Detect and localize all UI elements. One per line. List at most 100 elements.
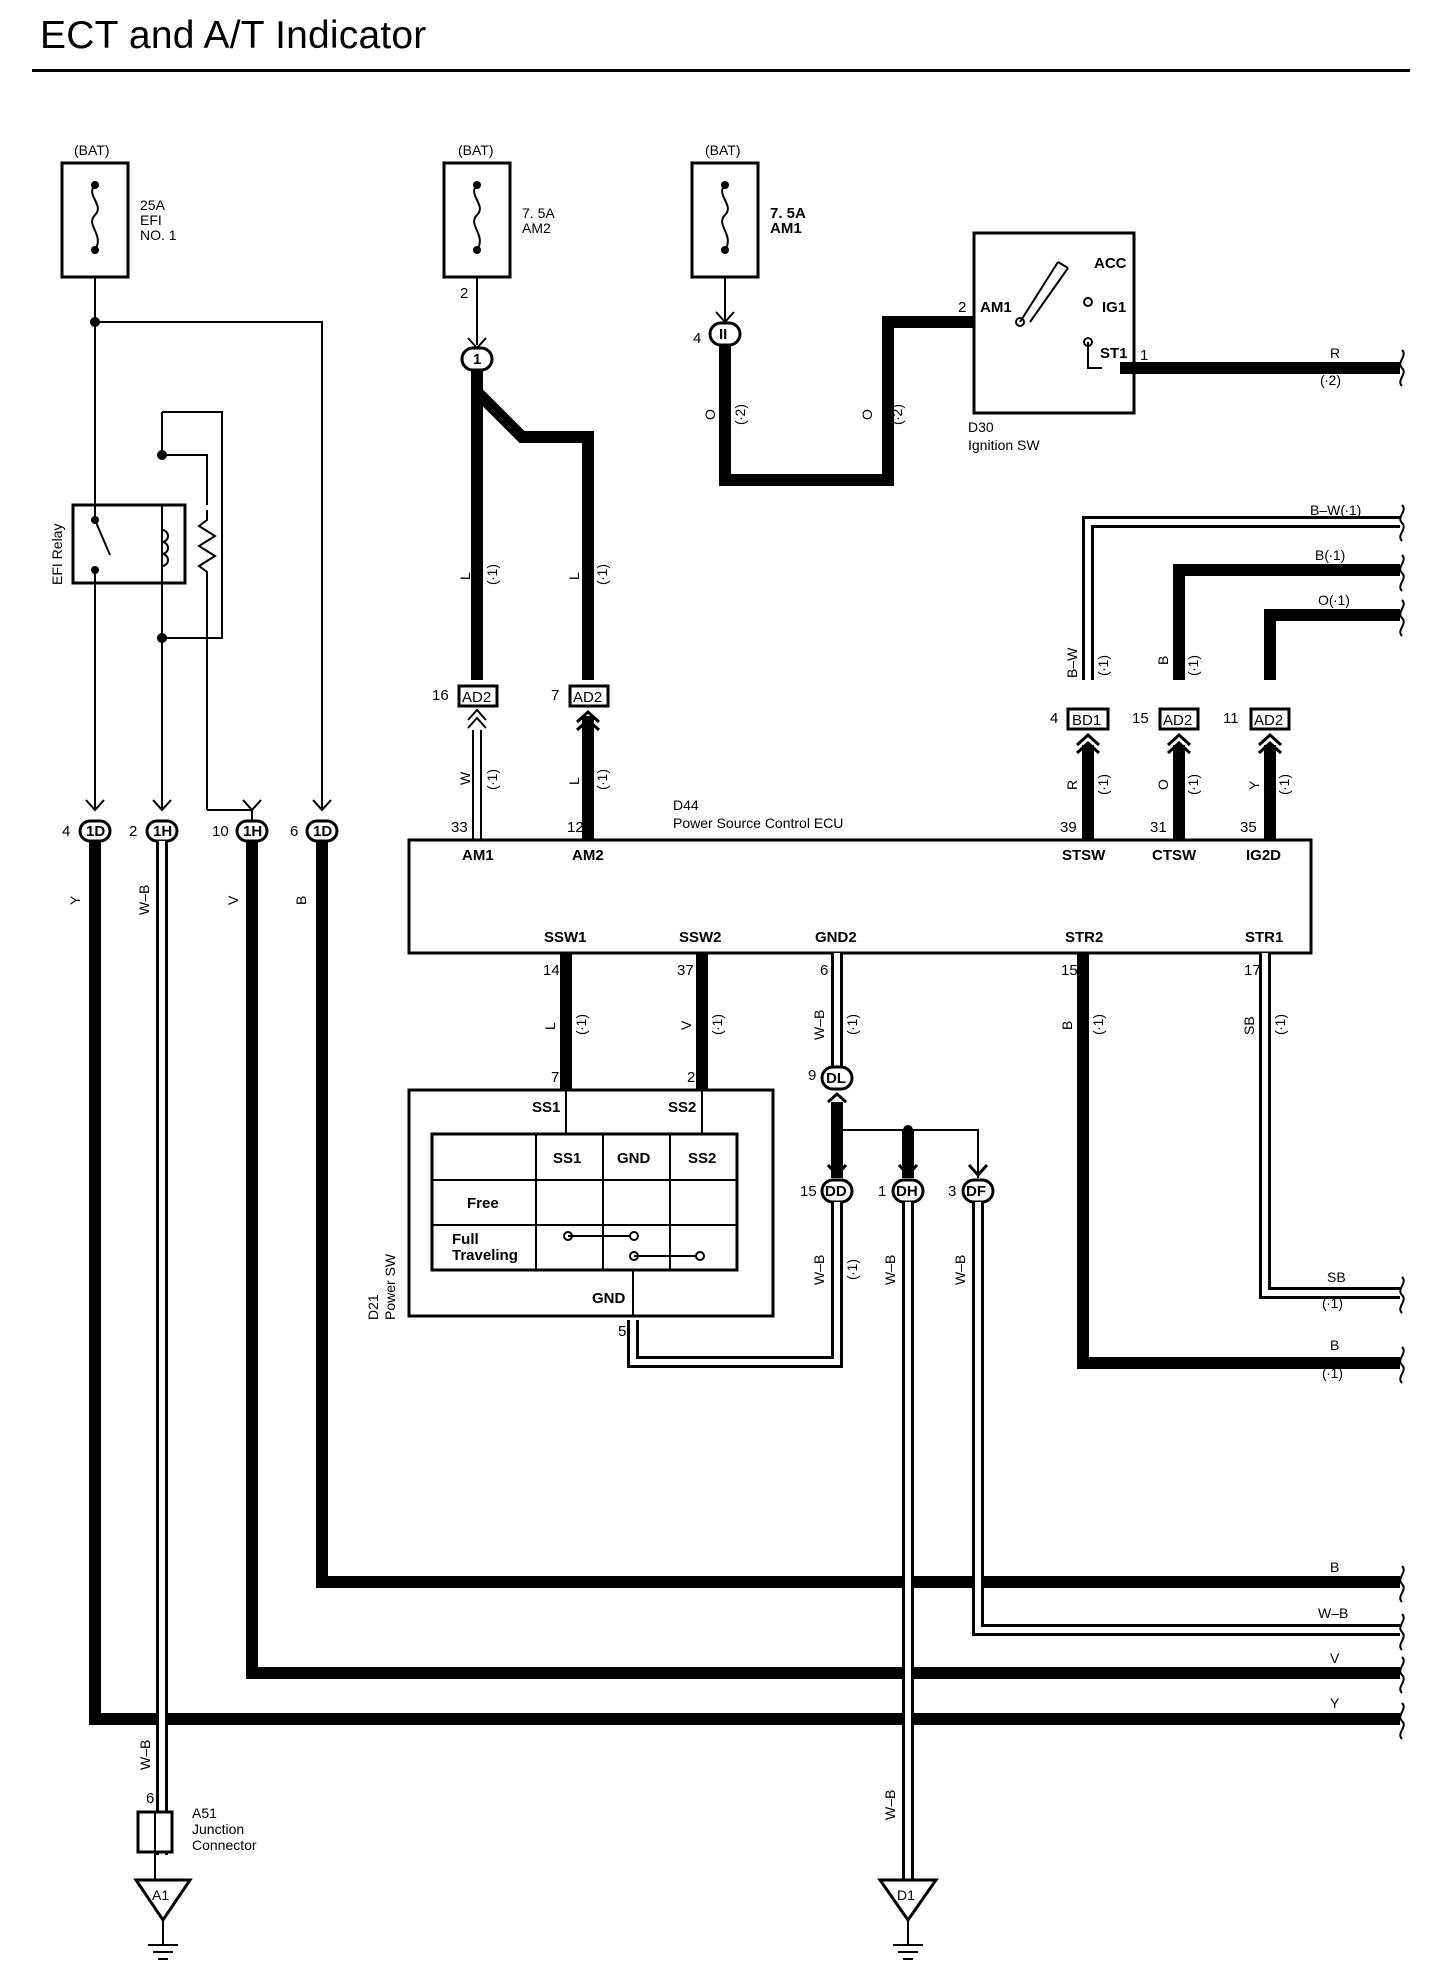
svg-text:W–B: W–B xyxy=(811,1010,827,1040)
svg-text:(∙1): (∙1) xyxy=(1276,774,1292,795)
ground-d1-label: D1 xyxy=(897,1887,915,1903)
svg-text:AM1: AM1 xyxy=(980,299,1012,316)
efi-relay-wiring: EFI Relay xyxy=(49,277,323,810)
connector-ad2-11: AD2 xyxy=(1254,712,1283,729)
svg-text:15: 15 xyxy=(800,1183,817,1200)
svg-text:W–B: W–B xyxy=(136,885,152,915)
svg-text:2: 2 xyxy=(129,823,137,840)
svg-text:V: V xyxy=(225,895,241,905)
ecu-terminal-str2: STR2 xyxy=(1065,929,1103,946)
svg-text:(∙1): (∙1) xyxy=(1322,1295,1343,1311)
svg-text:4: 4 xyxy=(1050,710,1058,727)
svg-text:W–B: W–B xyxy=(882,1255,898,1285)
svg-text:1: 1 xyxy=(1140,347,1148,364)
fuse-am1-name: AM1 xyxy=(770,220,802,237)
svg-text:6: 6 xyxy=(820,962,828,979)
svg-text:B: B xyxy=(1330,1559,1339,1575)
ecu-terminal-stsw: STSW xyxy=(1062,847,1106,864)
svg-text:L: L xyxy=(566,572,582,580)
svg-text:(∙2): (∙2) xyxy=(1320,372,1341,388)
svg-text:(∙1): (∙1) xyxy=(484,564,500,585)
svg-text:B(∙1): B(∙1) xyxy=(1315,547,1345,563)
efi-relay-label: EFI Relay xyxy=(49,524,65,585)
junction-connector-a51: W–B 6 A51 Junction Connector xyxy=(136,1740,257,1880)
ignition-sw-id: D30 xyxy=(968,419,994,435)
connector-ad2-16: AD2 xyxy=(462,689,491,706)
ecu-name: Power Source Control ECU xyxy=(673,815,843,831)
svg-text:3: 3 xyxy=(948,1183,956,1200)
svg-text:15: 15 xyxy=(1061,962,1078,979)
svg-text:IG1: IG1 xyxy=(1102,299,1126,316)
ignition-sw-name: Ignition SW xyxy=(968,437,1040,453)
connector-df: DF xyxy=(966,1183,986,1200)
fuse-am1-rating: 7. 5A xyxy=(770,205,806,222)
svg-text:ST1: ST1 xyxy=(1100,345,1128,362)
svg-text:W–B: W–B xyxy=(952,1255,968,1285)
fuse-efi-name: EFI xyxy=(140,212,162,228)
table-header-ss1: SS1 xyxy=(553,1150,581,1167)
right-bus-labels: B W–B V Y xyxy=(1318,1559,1348,1711)
ecu-d44: D44 Power Source Control ECU 33 AM1 12 A… xyxy=(407,797,1313,979)
svg-text:33: 33 xyxy=(451,819,468,836)
title-rule xyxy=(32,69,1410,72)
svg-text:W–B: W–B xyxy=(882,1790,898,1820)
svg-text:16: 16 xyxy=(432,687,449,704)
svg-text:39: 39 xyxy=(1060,819,1077,836)
svg-text:4: 4 xyxy=(62,823,70,840)
svg-text:2: 2 xyxy=(687,1069,695,1086)
svg-text:(∙1): (∙1) xyxy=(1322,1365,1343,1381)
left-connectors: 4 1D 2 1H 10 1H 6 1D xyxy=(62,799,339,843)
svg-text:(∙1): (∙1) xyxy=(594,564,610,585)
svg-text:O: O xyxy=(859,409,875,420)
ecu-id: D44 xyxy=(673,797,699,813)
svg-text:Traveling: Traveling xyxy=(452,1247,518,1264)
svg-text:Junction: Junction xyxy=(192,1821,244,1837)
svg-text:R: R xyxy=(1330,345,1340,361)
ground-a1-label: A1 xyxy=(152,1887,169,1903)
connector-dh: DH xyxy=(896,1183,918,1200)
svg-text:O: O xyxy=(1155,779,1171,790)
svg-text:(∙1): (∙1) xyxy=(1185,655,1201,676)
fuse-efi-no1: (BAT) 25A EFI NO. 1 xyxy=(60,142,177,279)
svg-text:10: 10 xyxy=(212,823,229,840)
connector-1d-a: 1D xyxy=(86,823,105,840)
svg-text:B: B xyxy=(1155,656,1171,665)
svg-text:(∙1): (∙1) xyxy=(594,769,610,790)
svg-text:2: 2 xyxy=(460,285,468,302)
ecu-terminal-ig2d: IG2D xyxy=(1246,847,1281,864)
svg-text:SB: SB xyxy=(1241,1016,1257,1035)
svg-text:1: 1 xyxy=(878,1183,886,1200)
svg-text:Y: Y xyxy=(67,895,83,905)
svg-text:14: 14 xyxy=(543,962,560,979)
svg-text:GND: GND xyxy=(592,1290,626,1307)
connector-1h-a: 1H xyxy=(153,823,172,840)
svg-text:(∙1): (∙1) xyxy=(573,1014,589,1035)
svg-text:(∙1): (∙1) xyxy=(844,1259,860,1280)
power-sw-name: Power SW xyxy=(382,1253,398,1320)
svg-text:(∙1): (∙1) xyxy=(1185,774,1201,795)
svg-text:L: L xyxy=(542,1022,558,1030)
svg-text:(∙1): (∙1) xyxy=(484,769,500,790)
svg-text:(∙1): (∙1) xyxy=(844,1014,860,1035)
connector-ad2-7: AD2 xyxy=(573,689,602,706)
svg-text:B: B xyxy=(1330,1337,1339,1353)
svg-text:V: V xyxy=(678,1020,694,1030)
connector-1: 1 xyxy=(473,351,481,368)
wire-break-marks xyxy=(1399,349,1405,1740)
svg-text:O: O xyxy=(702,409,718,420)
ground-splice-wiring: 9 DL 15 DD 1 DH 3 DF W–B (∙1) W–B W–B W–… xyxy=(627,1065,1400,1880)
svg-text:(∙2): (∙2) xyxy=(889,404,905,425)
fuse-efi-name2: NO. 1 xyxy=(140,227,177,243)
left-bus-wires: Y W–B V B xyxy=(67,841,1400,1855)
svg-text:(∙1): (∙1) xyxy=(1090,1014,1106,1035)
svg-text:12: 12 xyxy=(567,819,584,836)
connector-dd: DD xyxy=(825,1183,847,1200)
svg-text:4: 4 xyxy=(693,330,701,347)
svg-text:6: 6 xyxy=(290,823,298,840)
table-header-ss2: SS2 xyxy=(688,1150,716,1167)
svg-text:B: B xyxy=(293,896,309,905)
ecu-top-right-wiring: B–W(∙1) B(∙1) O(∙1) B–W (∙1) B (∙1) 4 BD… xyxy=(1050,502,1400,840)
ecu-terminal-am2: AM2 xyxy=(572,847,604,864)
fuse-am2: (BAT) 7. 5A AM2 xyxy=(442,142,555,279)
svg-text:B: B xyxy=(1059,1021,1075,1030)
